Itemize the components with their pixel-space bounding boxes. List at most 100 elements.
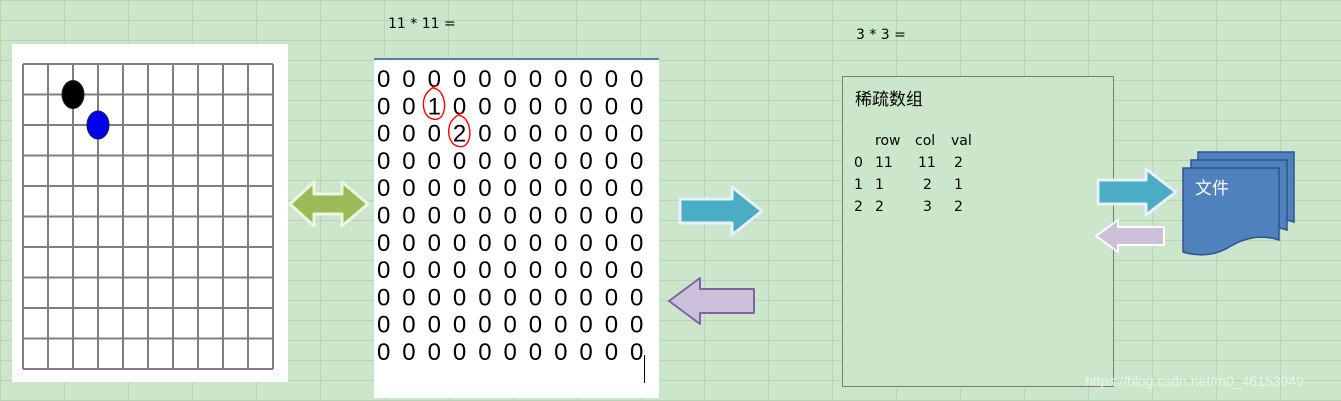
matrix-cell: 0 <box>428 148 441 175</box>
matrix-cell: 0 <box>402 175 415 202</box>
sparse-row-value: 11 <box>875 155 893 171</box>
matrix-cell: 0 <box>605 93 618 120</box>
matrix-cell: 0 <box>529 148 542 175</box>
matrix-cell: 0 <box>402 148 415 175</box>
matrix-cell: 0 <box>478 121 491 148</box>
sparse-val-value: 2 <box>954 199 963 215</box>
black-stone <box>62 81 84 109</box>
matrix-cell: 0 <box>554 203 567 230</box>
matrix-label: 11 * 11 = <box>388 16 456 32</box>
board-stones <box>62 81 109 140</box>
matrix-cell: 0 <box>428 257 441 284</box>
right-arrow-icon <box>676 184 768 238</box>
matrix-cell: 0 <box>453 284 466 311</box>
matrix-cell: 0 <box>453 230 466 257</box>
matrix-cell: 0 <box>579 66 592 93</box>
matrix-cell: 0 <box>630 339 643 366</box>
matrix-cell: 0 <box>402 121 415 148</box>
matrix-cell: 0 <box>377 284 390 311</box>
matrix-cell: 0 <box>579 257 592 284</box>
matrix-cell: 0 <box>478 66 491 93</box>
matrix-cell: 0 <box>630 230 643 257</box>
matrix-cell: 0 <box>554 121 567 148</box>
header-row: row <box>875 133 900 149</box>
matrix-cell: 0 <box>453 257 466 284</box>
sparse-index: 0 <box>854 155 863 171</box>
matrix-cell: 0 <box>402 312 415 339</box>
matrix-cell: 0 <box>605 121 618 148</box>
matrix-cell: 0 <box>554 230 567 257</box>
matrix-cell: 0 <box>478 312 491 339</box>
sparse-array-box: 稀疏数组 row col val 0 11 11 2 1 1 2 1 2 2 3… <box>842 76 1114 387</box>
matrix-cell: 0 <box>377 66 390 93</box>
file-stack-icon: 文件 <box>1178 148 1302 264</box>
matrix-cell: 0 <box>428 284 441 311</box>
sparse-row-value: 1 <box>875 177 884 193</box>
go-board <box>12 44 288 382</box>
matrix-cell: 0 <box>605 148 618 175</box>
matrix-cell: 0 <box>428 203 441 230</box>
watermark: https://blog.csdn.net/m0_46153949 <box>1085 373 1304 389</box>
sparse-index: 2 <box>854 199 863 215</box>
matrix-cell: 0 <box>504 339 517 366</box>
matrix-cell: 0 <box>402 66 415 93</box>
sparse-val-value: 1 <box>954 177 963 193</box>
matrix-cell: 0 <box>402 339 415 366</box>
left-arrow-icon <box>1092 218 1168 256</box>
matrix-cell: 0 <box>453 312 466 339</box>
matrix-cell: 0 <box>428 175 441 202</box>
matrix-cell: 0 <box>428 230 441 257</box>
matrix-cell: 0 <box>554 257 567 284</box>
matrix-cell: 0 <box>402 257 415 284</box>
sparse-val-value: 2 <box>954 155 963 171</box>
matrix-cell: 0 <box>529 93 542 120</box>
matrix-cell: 0 <box>605 339 618 366</box>
matrix-cell: 0 <box>504 175 517 202</box>
matrix-cell: 0 <box>428 121 441 148</box>
matrix-cell: 0 <box>529 203 542 230</box>
matrix-cell: 0 <box>529 312 542 339</box>
file-label: 文件 <box>1195 179 1229 199</box>
matrix-cell: 0 <box>453 339 466 366</box>
matrix-cell: 0 <box>554 284 567 311</box>
matrix-cell: 0 <box>579 148 592 175</box>
matrix-cell: 0 <box>554 339 567 366</box>
sparse-label: 3 * 3 = <box>856 27 906 43</box>
matrix-cell: 0 <box>630 93 643 120</box>
matrix-cell: 0 <box>605 230 618 257</box>
header-col: col <box>915 133 935 149</box>
matrix-cell: 0 <box>478 93 491 120</box>
left-arrow-icon <box>664 275 758 327</box>
matrix-cell: 0 <box>630 175 643 202</box>
matrix-cell: 0 <box>579 230 592 257</box>
sparse-row-value: 2 <box>875 199 884 215</box>
matrix-cell: 0 <box>504 257 517 284</box>
matrix-cell: 0 <box>630 66 643 93</box>
matrix-cell: 0 <box>630 148 643 175</box>
matrix-cell: 0 <box>377 148 390 175</box>
matrix-cell: 0 <box>529 230 542 257</box>
matrix-cell: 0 <box>605 175 618 202</box>
matrix-cell: 0 <box>579 93 592 120</box>
header-val: val <box>951 133 972 149</box>
matrix-cell: 0 <box>377 230 390 257</box>
matrix-cell: 0 <box>630 121 643 148</box>
matrix-cell: 0 <box>377 339 390 366</box>
matrix-cell: 0 <box>478 230 491 257</box>
matrix-cell: 0 <box>504 148 517 175</box>
go-board-panel <box>12 44 288 382</box>
sparse-title: 稀疏数组 <box>855 85 923 110</box>
matrix-cell: 0 <box>529 339 542 366</box>
matrix-cell: 0 <box>377 93 390 120</box>
matrix-cell: 0 <box>504 93 517 120</box>
matrix-cell: 0 <box>504 284 517 311</box>
matrix-cell: 0 <box>377 121 390 148</box>
board-grid <box>23 64 273 369</box>
matrix-cell: 0 <box>554 148 567 175</box>
matrix-cell: 0 <box>579 175 592 202</box>
matrix-cell: 1 <box>428 93 441 120</box>
matrix-cell: 0 <box>453 203 466 230</box>
matrix-cell: 0 <box>377 175 390 202</box>
